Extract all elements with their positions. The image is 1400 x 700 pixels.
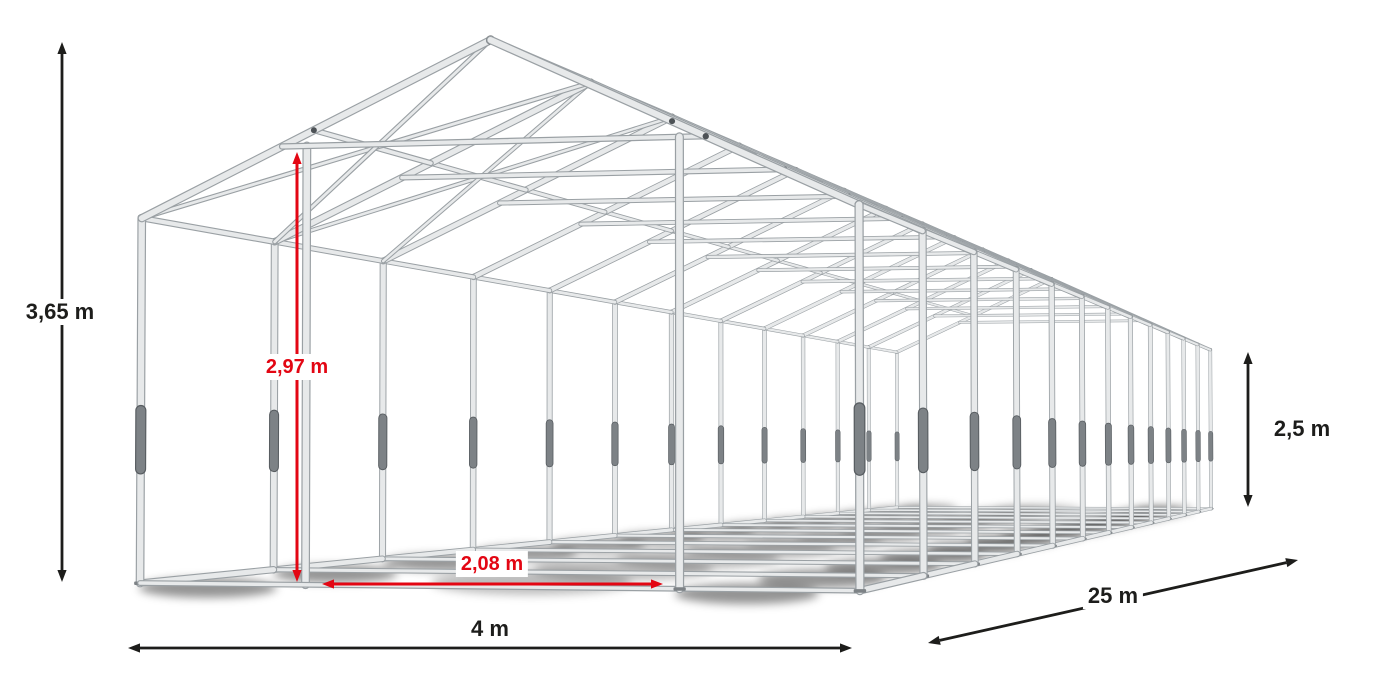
dimension-arrow-side-height bbox=[1243, 352, 1253, 507]
label-total-height: 3,65 m bbox=[20, 299, 100, 325]
structure-layer bbox=[134, 35, 1214, 596]
dimension-arrow-width bbox=[128, 643, 852, 653]
label-length: 25 m bbox=[1082, 583, 1144, 609]
label-side-height: 2,5 m bbox=[1268, 416, 1336, 442]
label-entrance-height: 2,97 m bbox=[260, 354, 334, 380]
label-width: 4 m bbox=[466, 616, 514, 642]
label-entrance-width: 2,08 m bbox=[455, 551, 529, 577]
dimension-arrow-entrance-width bbox=[322, 579, 663, 589]
